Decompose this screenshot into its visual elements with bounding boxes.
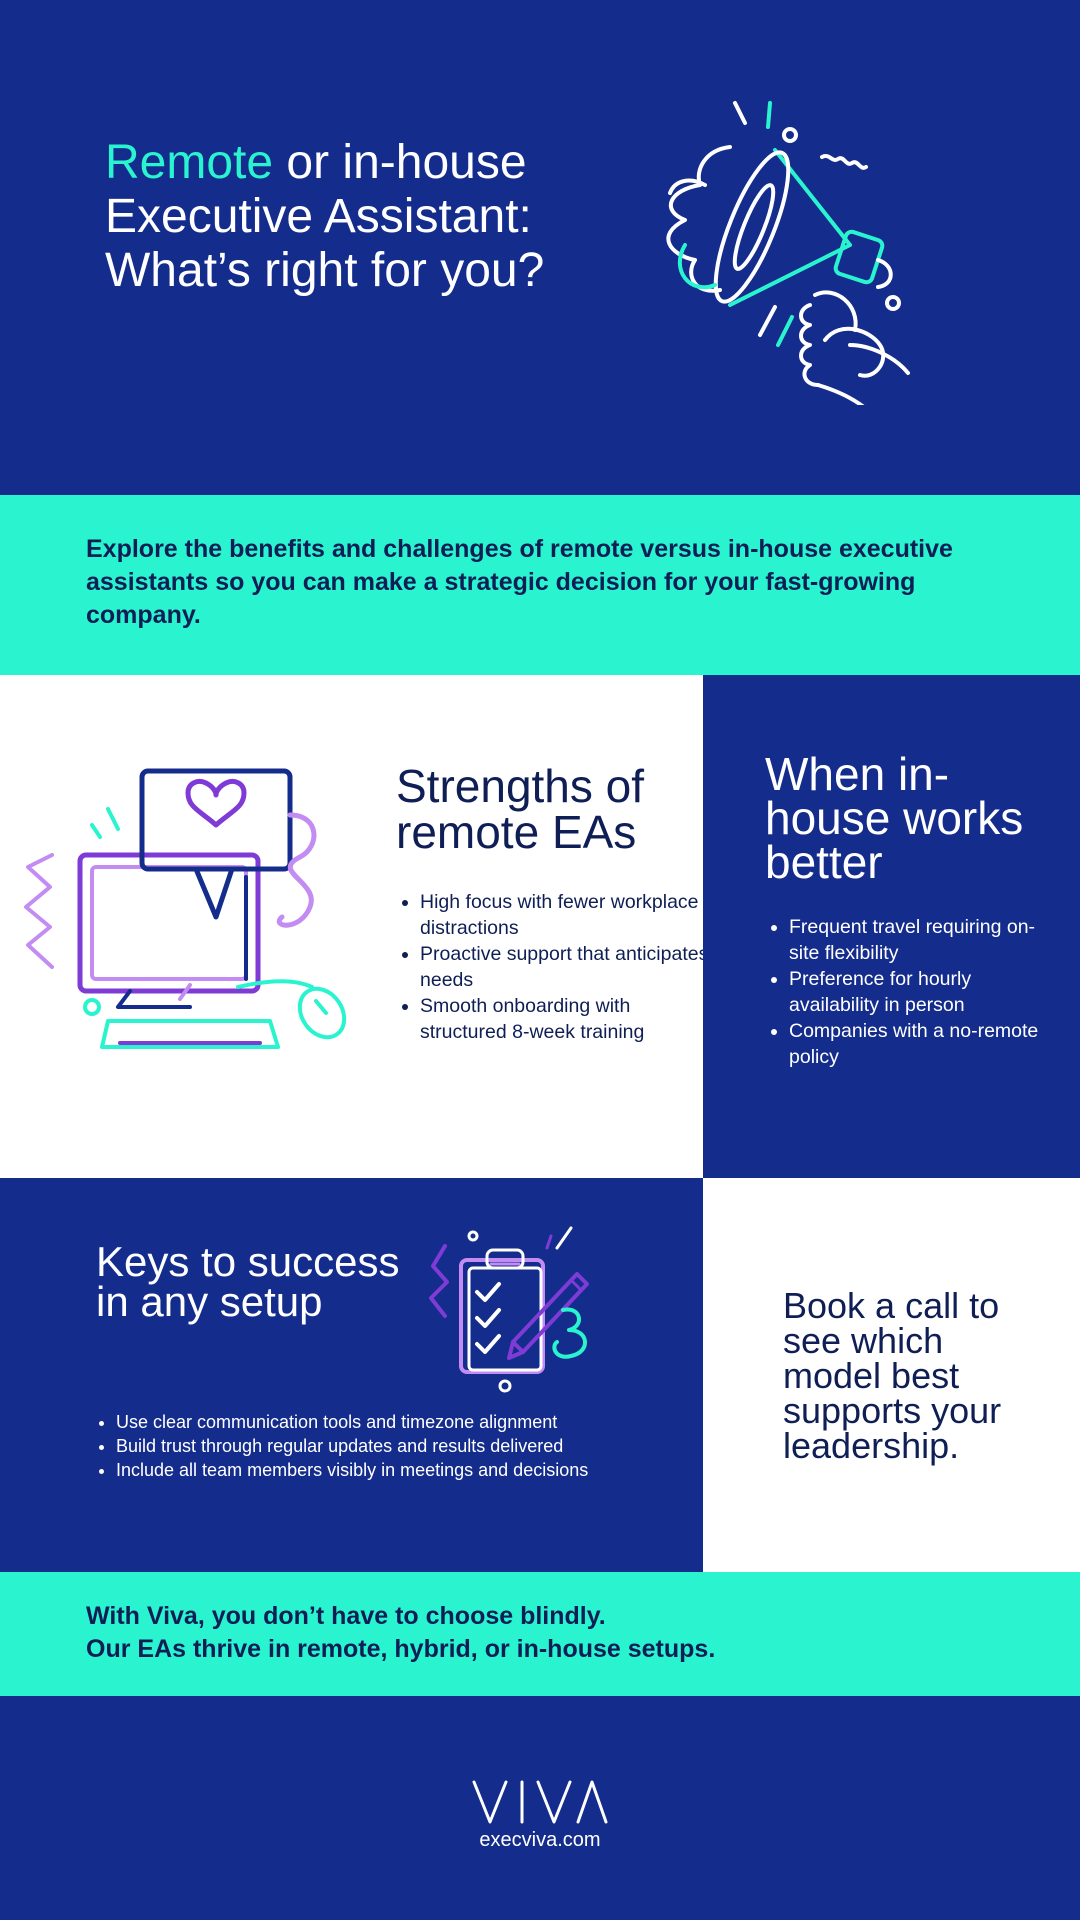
hero-title: Remote or in-house Executive Assistant: …: [105, 136, 555, 298]
keys-list: Use clear communication tools and timezo…: [96, 1410, 656, 1482]
list-item: High focus with fewer workplace distract…: [420, 889, 710, 941]
inhouse-section: When in-house works better Frequent trav…: [703, 675, 1080, 1178]
closing-line-1: With Viva, you don’t have to choose blin…: [86, 1602, 606, 1630]
book-call-text: Book a call to see which model best supp…: [783, 1285, 1002, 1466]
keys-title: Keys to success in any setup: [96, 1238, 400, 1325]
inhouse-list: Frequent travel requiring on-site flexib…: [765, 914, 1059, 1070]
footer-url[interactable]: execviva.com: [479, 1829, 601, 1851]
list-item: Preference for hourly availability in pe…: [789, 966, 1059, 1018]
strengths-section: Strengths of remote EAs High focus with …: [0, 675, 708, 1178]
list-item: Frequent travel requiring on-site flexib…: [789, 914, 1059, 966]
strengths-title: Strengths of remote EAs: [396, 760, 645, 858]
inhouse-title: When in-house works better: [765, 748, 1024, 888]
hero-title-rest: or in-house Executive Assistant: What’s …: [105, 136, 545, 297]
megaphone-icon: [666, 101, 910, 405]
footer: execviva.com: [0, 1696, 1080, 1920]
hero-title-accent: Remote: [105, 136, 274, 189]
viva-logo: [472, 1780, 608, 1824]
closing-band: With Viva, you don’t have to choose blin…: [0, 1572, 1080, 1696]
closing-text: With Viva, you don’t have to choose blin…: [86, 1600, 986, 1666]
list-item: Include all team members visibly in meet…: [116, 1458, 656, 1482]
computer-heart-icon: [24, 768, 347, 1049]
list-item: Build trust through regular updates and …: [116, 1434, 656, 1458]
list-item: Smooth onboarding with structured 8-week…: [420, 993, 710, 1045]
list-item: Companies with a no-remote policy: [789, 1018, 1059, 1070]
closing-line-2: Our EAs thrive in remote, hybrid, or in-…: [86, 1635, 716, 1663]
intro-text: Explore the benefits and challenges of r…: [86, 535, 953, 629]
keys-section: Keys to success in any setup Use clear: [0, 1178, 703, 1572]
hero-section: Remote or in-house Executive Assistant: …: [0, 0, 1080, 495]
intro-band: Explore the benefits and challenges of r…: [0, 495, 1080, 675]
book-call-section: Book a call to see which model best supp…: [703, 1178, 1080, 1572]
list-item: Proactive support that anticipates needs: [420, 941, 710, 993]
list-item: Use clear communication tools and timezo…: [116, 1410, 656, 1434]
clipboard-checklist-icon: [429, 1226, 589, 1393]
strengths-list: High focus with fewer workplace distract…: [396, 889, 710, 1045]
